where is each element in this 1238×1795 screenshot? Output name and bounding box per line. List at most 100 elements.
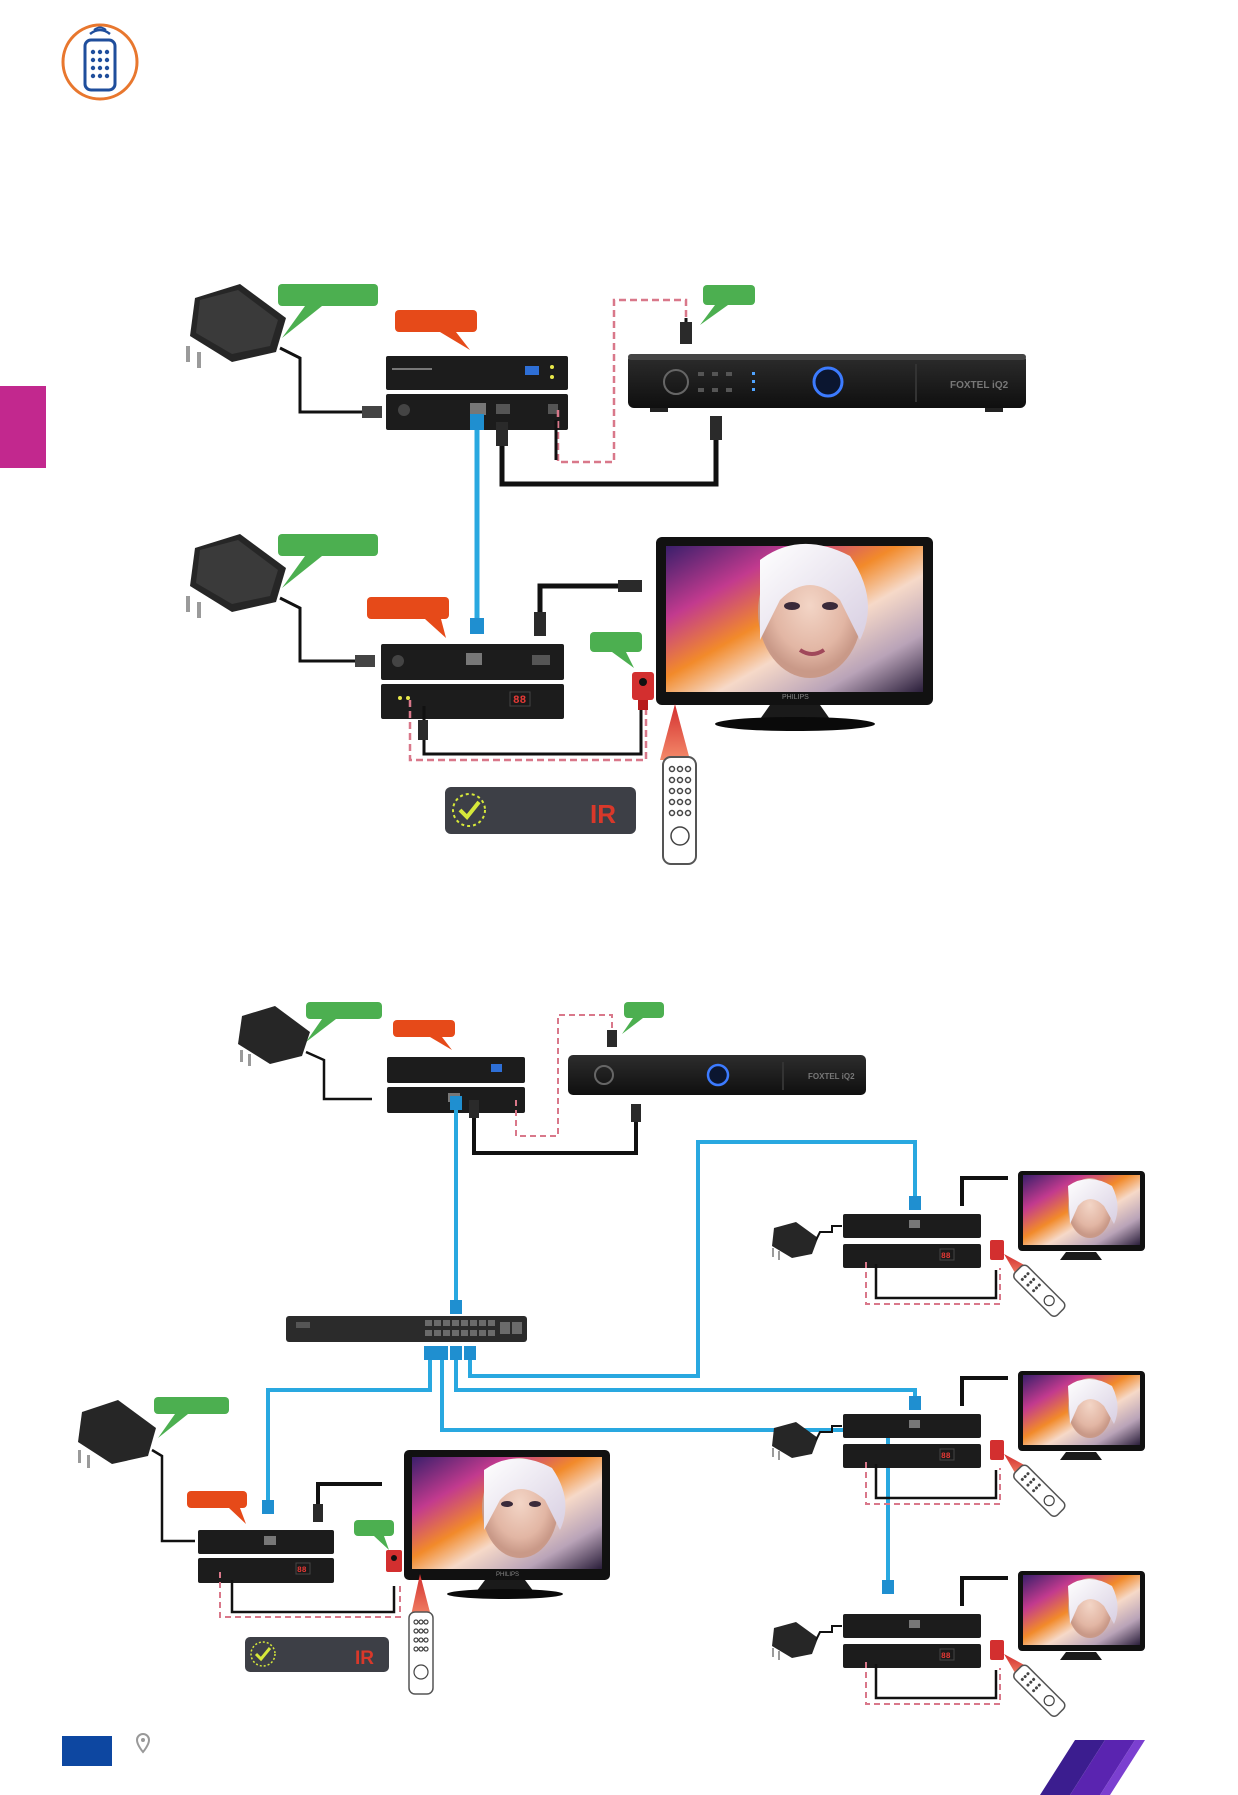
hdmi-plug [496, 422, 508, 446]
ir-line-dashed [219, 1572, 401, 1618]
power-cable [815, 1225, 842, 1241]
rj45-plug [436, 1346, 448, 1360]
remote-room: 88 [772, 1371, 1145, 1517]
tv-icon: PHILIPS [404, 1450, 610, 1599]
hdmi-plug [534, 612, 546, 636]
location-pin-icon [135, 1733, 151, 1754]
callout-orange [367, 597, 449, 638]
ir-badge-panel: IR [445, 787, 636, 834]
remote-control-icon [1013, 1664, 1066, 1717]
hdmi-receiver-icon: 88 [381, 644, 564, 719]
power-adapter-icon [186, 284, 286, 368]
rj45-plug [450, 1096, 462, 1110]
cat-cable [454, 1352, 917, 1400]
hdmi-receiver-icon: 88 [843, 1214, 981, 1268]
rj45-plug [450, 1300, 462, 1314]
hdmi-receiver-icon: 88 [198, 1530, 334, 1583]
tv-icon [1018, 1371, 1145, 1460]
rj45-plug [424, 1346, 436, 1360]
ir-badge-text: IR [590, 799, 616, 829]
page-marker [62, 1736, 112, 1766]
hdmi-plug [469, 1100, 479, 1118]
ir-badge-panel: IR [245, 1637, 389, 1672]
point-to-point-diagram: FOXTEL iQ2 88 [186, 284, 1026, 865]
callout-orange [395, 310, 477, 350]
power-adapter-icon [78, 1400, 156, 1468]
hdmi-cable [316, 1482, 382, 1512]
power-adapter-icon [772, 1422, 818, 1460]
power-adapter-icon [238, 1006, 310, 1066]
hdmi-cable [960, 1376, 1008, 1406]
dc-plug [355, 655, 375, 667]
power-adapter-icon [186, 534, 286, 618]
receiver-display: 88 [513, 695, 527, 707]
ir-receiver-plug [418, 720, 428, 740]
callout-green [590, 632, 642, 668]
ir-line-dashed [515, 1014, 613, 1137]
network-switch-icon [286, 1316, 527, 1342]
rj45-plug [882, 1580, 894, 1594]
tv-icon [1018, 1571, 1145, 1660]
remote-room: 88 [772, 1571, 1145, 1717]
hdmi-receiver-icon: 88 [843, 1414, 981, 1468]
set-top-box-icon: FOXTEL iQ2 [628, 354, 1026, 412]
ir-line-dashed [408, 700, 648, 762]
callout-green [278, 534, 378, 588]
rj45-plug [450, 1346, 462, 1360]
remote-control-icon [662, 756, 697, 865]
callout-orange [393, 1020, 455, 1050]
callout-green [154, 1397, 229, 1438]
tv-brand: PHILIPS [496, 1572, 519, 1578]
hdmi-transmitter-icon [386, 356, 568, 430]
remote-badge-icon [61, 23, 139, 101]
power-cable [815, 1425, 842, 1441]
ir-line-dashed [865, 1462, 1001, 1505]
rj45-plug [470, 414, 484, 430]
ir-cable [230, 1580, 396, 1614]
hdmi-cable [960, 1576, 1008, 1606]
power-cable [305, 1050, 372, 1101]
ir-emitter-plug [680, 322, 692, 344]
hdmi-plug [618, 580, 642, 592]
power-adapter-icon [772, 1622, 818, 1660]
rj45-plug [464, 1346, 476, 1360]
power-cable [151, 1448, 195, 1543]
brand-label: FOXTEL iQ2 [950, 380, 1009, 391]
receiver-display: 88 [297, 1566, 307, 1575]
receiver-display: 88 [941, 1252, 951, 1261]
rj45-plug [909, 1196, 921, 1210]
ir-emitter-icon [990, 1440, 1004, 1460]
ir-cable [874, 1464, 998, 1500]
hdmi-cable [960, 1176, 1008, 1206]
dc-plug [362, 406, 382, 418]
callout-green [278, 284, 378, 338]
rj45-plug [909, 1396, 921, 1410]
power-adapter-icon [772, 1222, 818, 1260]
tv-brand: PHILIPS [782, 694, 809, 701]
tv-icon: PHILIPS [656, 537, 933, 731]
ir-emitter-icon [990, 1240, 1004, 1260]
callout-green [306, 1002, 382, 1042]
ir-line-dashed [865, 1262, 1001, 1305]
ir-emitter-icon [990, 1640, 1004, 1660]
remote-control-icon [1013, 1264, 1066, 1317]
brand-label: FOXTEL iQ2 [808, 1072, 855, 1081]
checkmark-icon [452, 793, 486, 827]
ir-beam [410, 1574, 432, 1620]
remote-control-icon [1013, 1464, 1066, 1517]
hdmi-plug [313, 1504, 323, 1522]
remote-control-icon [408, 1611, 434, 1695]
hdmi-receiver-icon: 88 [843, 1614, 981, 1668]
set-top-box-icon: FOXTEL iQ2 [568, 1055, 866, 1095]
tv-icon [1018, 1171, 1145, 1260]
chevron-decoration [1040, 1740, 1145, 1795]
callout-green [354, 1520, 394, 1550]
ir-beam [660, 704, 690, 760]
ir-emitter-icon [632, 672, 654, 710]
checkmark-icon [254, 1647, 272, 1662]
hdmi-cable [499, 420, 719, 487]
multi-room-diagram: FOXTEL iQ2 [78, 1002, 1145, 1717]
hdmi-plug [631, 1104, 641, 1122]
remote-room: 88 [772, 1171, 1145, 1317]
